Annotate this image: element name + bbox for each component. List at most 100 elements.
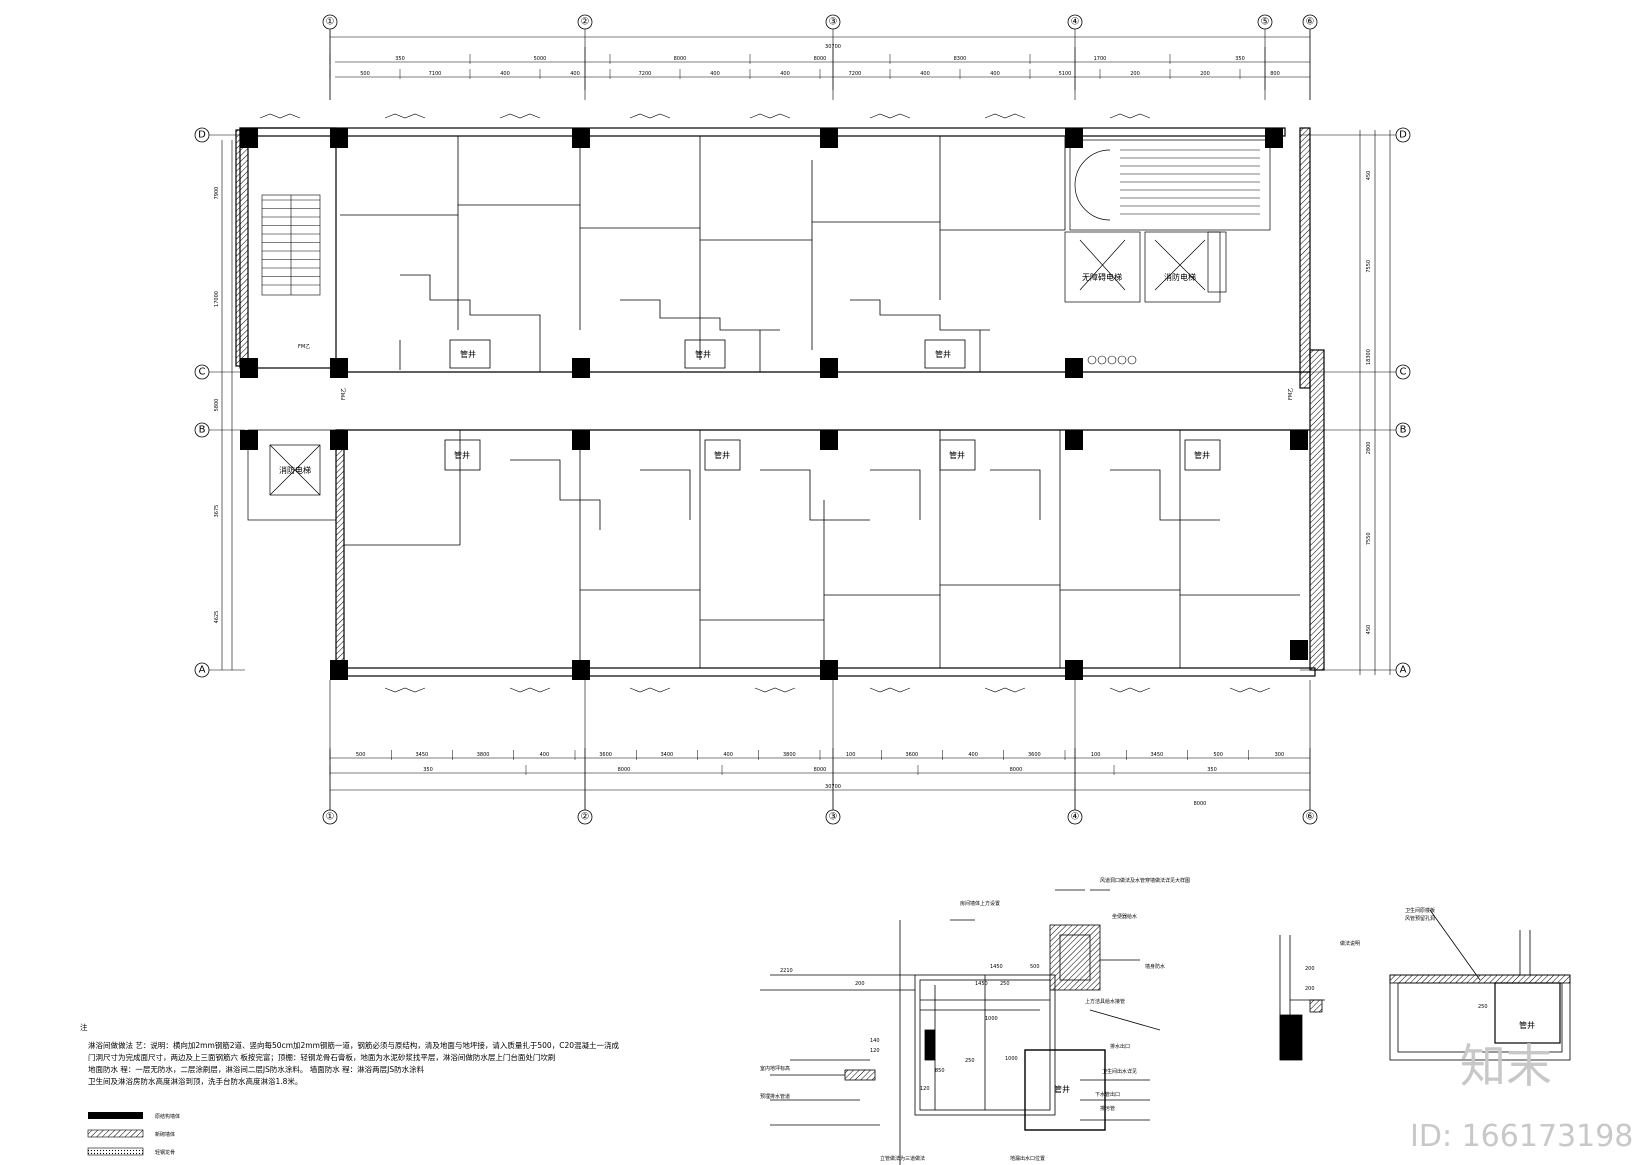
detail1-dim-11: 1450 (975, 981, 988, 987)
top-room-partitions (340, 136, 1066, 372)
top-dim-2-1: 7100 (429, 71, 442, 77)
window-top-7 (1109, 113, 1151, 119)
axis-col-top-3-label: ③ (829, 17, 838, 28)
bot-dim-1-11: 3600 (1028, 752, 1041, 758)
detail1-dim-9: 250 (965, 1058, 975, 1064)
window-bottom-3 (754, 687, 796, 693)
room-label-barrier-free-elevator: 无障碍电梯 (1082, 272, 1122, 282)
axis-col-top-2-label: ② (581, 17, 590, 28)
watermark: 知末 ID: 166173198 (1410, 1039, 1633, 1154)
detail3-dim: 250 (1478, 1004, 1488, 1010)
fm-label-1: FM乙 (298, 343, 310, 350)
detail3-note-top: 卫生间原楼板 (1405, 907, 1435, 914)
window-top-5 (869, 113, 911, 119)
axis-row-left-D: D (194, 127, 210, 143)
axis-col-top-6: ⑥ (1302, 14, 1318, 30)
top-dim-2-9: 400 (990, 71, 1000, 77)
detail1-label-1: 坐便器给水 (1112, 913, 1137, 920)
top-dimension-lines (329, 30, 1311, 100)
window-bottom-6 (1109, 687, 1151, 693)
detail1-dim-2: 500 (1030, 964, 1040, 970)
detail1-dim-8: 120 (870, 1048, 880, 1054)
axis-row-left-B-label: B (199, 425, 206, 436)
rightDims-0: 450 (1366, 171, 1372, 181)
axis-col-bottom-6: ⑥ (1302, 809, 1318, 825)
window-bottom-1 (509, 687, 551, 693)
legend-label-1: 原结构墙体 (155, 1113, 180, 1120)
detail1-dim-3: 1000 (985, 1016, 998, 1022)
detail1-dim-7: 140 (870, 1038, 880, 1044)
axis-row-right-B-label: B (1400, 425, 1407, 436)
window-top-4 (749, 113, 791, 119)
bot-dim-1-12: 100 (1091, 752, 1101, 758)
notes-prefix: 注 (80, 1022, 88, 1032)
top-dim-2-10: 5100 (1059, 71, 1072, 77)
window-top-3 (629, 113, 671, 119)
top-dim-2-4: 7200 (639, 71, 652, 77)
leftDims-2: 5800 (214, 399, 220, 412)
bottom-room-partitions (344, 430, 1300, 668)
leftDims-3: 3675 (214, 505, 220, 518)
column-11 (240, 430, 258, 450)
axis-col-top-4: ④ (1067, 14, 1083, 30)
window-top-6 (984, 113, 1026, 119)
detail1-label-3: 上方洁具给水接管 (1085, 998, 1125, 1005)
top-dim-2-12: 200 (1200, 71, 1210, 77)
column-18 (572, 660, 590, 680)
detail2-dim-2: 200 (1305, 986, 1315, 992)
column-1 (330, 128, 348, 148)
detail-2 (1279, 935, 1325, 1061)
axis-col-bottom-4: ④ (1067, 809, 1083, 825)
column-5 (1265, 128, 1283, 148)
detail1-dim-5: 200 (855, 981, 865, 987)
pipe-shaft-label-2: 管井 (935, 349, 951, 359)
legend-swatch-solid (88, 1112, 143, 1119)
top-dim-2-7: 7200 (849, 71, 862, 77)
detail1-labels: 房间墙体上方设置坐便器给水墙身防水上方洁具给水接管排水出口卫生间出水详见下水管出… (760, 900, 1165, 1162)
top-dim-2-0: 500 (360, 71, 370, 77)
axis-col-bottom-4-label: ④ (1071, 812, 1080, 823)
top-dim-2-5: 400 (710, 71, 720, 77)
detail2-dim-1: 200 (1305, 966, 1315, 972)
legend: 原结构墙体 新砌墙体 轻钢龙骨 (87, 1112, 180, 1156)
leftDims-1: 17000 (214, 291, 220, 307)
detail1-label-5: 卫生间出水详见 (1102, 1068, 1137, 1075)
axis-col-bottom-1-label: ① (326, 812, 335, 823)
detail1-dim-10: 120 (920, 1086, 930, 1092)
detail1-dim-6: 850 (935, 1068, 945, 1074)
bot-dim-1-10: 400 (968, 752, 978, 758)
window-bottom-2 (629, 687, 671, 693)
top-dim-2-11: 200 (1130, 71, 1140, 77)
bot-dim-2-0: 350 (423, 767, 433, 773)
column-21 (1290, 640, 1308, 660)
east-stair-treads (1120, 149, 1260, 215)
pipe-shaft-label-6: 管井 (1194, 450, 1210, 460)
east-core (1064, 139, 1271, 303)
legend-label-2: 新砌墙体 (155, 1131, 175, 1138)
rightDims-2: 18300 (1366, 349, 1372, 365)
column-12 (330, 430, 348, 450)
column-3 (820, 128, 838, 148)
bot-dim-1-8: 100 (846, 752, 856, 758)
watermark-logo: 知末 (1460, 1039, 1552, 1093)
rightDims-3: 2800 (1366, 442, 1372, 455)
notes-line3: 地面防水 程：一层无防水，二层涂刷层，淋浴间二层JS防水涂料。 墙面防水 程：淋… (88, 1064, 425, 1074)
west-stair (261, 194, 321, 296)
axis-col-top-1: ① (322, 14, 338, 30)
axis-col-bottom-1: ① (322, 809, 338, 825)
bot-dim-1-15: 300 (1275, 752, 1285, 758)
column-9 (820, 358, 838, 378)
top-dim-2-6: 400 (780, 71, 790, 77)
leftDims-0: 7900 (214, 187, 220, 200)
top-dim-1-2: 8000 (674, 56, 687, 62)
detail-1 (760, 889, 1161, 1165)
detail1-label-2: 墙身防水 (1145, 963, 1165, 970)
column-13 (572, 430, 590, 450)
detail1-label-10: 地漏出水口位置 (1010, 1155, 1045, 1162)
axis-row-left-A-label: A (199, 665, 206, 676)
detail1-dim-0: 2210 (780, 968, 793, 974)
